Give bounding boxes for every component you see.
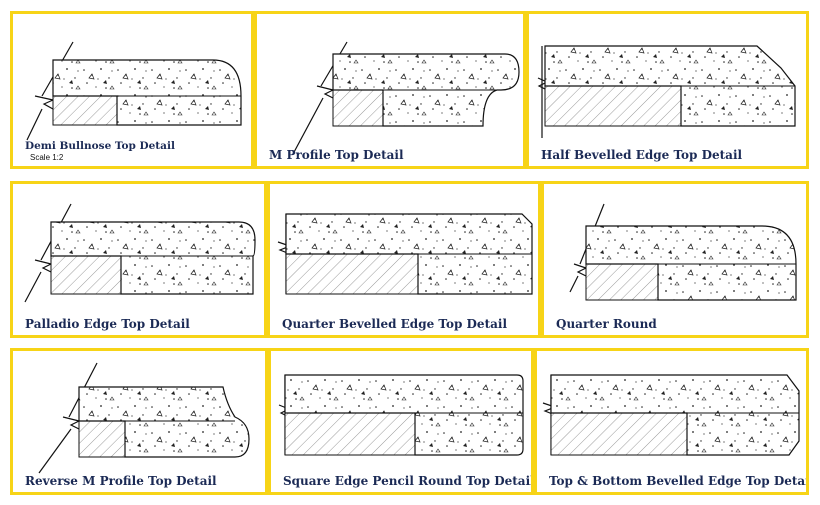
panel-caption: Half Bevelled Edge Top Detail bbox=[541, 148, 743, 162]
reverse-m-profile-drawing bbox=[38, 362, 250, 474]
panel-caption: M Profile Top Detail bbox=[269, 148, 404, 162]
half-bevelled-drawing bbox=[537, 45, 796, 138]
scale-note: Scale 1:2 bbox=[30, 153, 64, 162]
panel-caption: Top & Bottom Bevelled Edge Top Detail bbox=[549, 474, 809, 488]
panel-caption: Demi Bullnose Top Detail bbox=[25, 140, 175, 152]
quarter-round-drawing bbox=[569, 203, 797, 301]
panel-caption: Quarter Round bbox=[556, 317, 657, 331]
panel-caption: Reverse M Profile Top Detail bbox=[25, 474, 217, 488]
top-bottom-bevelled-drawing bbox=[542, 374, 800, 456]
m-profile-drawing bbox=[292, 41, 520, 155]
panel-reverse-m-profile: Reverse M Profile Top Detail bbox=[10, 348, 268, 495]
demi-bullnose-drawing bbox=[26, 41, 242, 141]
quarter-bevelled-drawing bbox=[277, 213, 533, 295]
panel-caption: Palladio Edge Top Detail bbox=[25, 317, 190, 331]
panel-quarter-round: Quarter Round bbox=[541, 181, 809, 338]
panel-caption: Square Edge Pencil Round Top Detail bbox=[283, 474, 534, 488]
panel-m-profile: M Profile Top Detail bbox=[254, 11, 526, 169]
panel-top-bottom-bevelled: Top & Bottom Bevelled Edge Top Detail bbox=[534, 348, 809, 495]
panel-square-pencil-round: Square Edge Pencil Round Top Detail bbox=[268, 348, 534, 495]
panel-palladio: Palladio Edge Top Detail bbox=[10, 181, 267, 338]
panel-demi-bullnose: Demi Bullnose Top Detail Scale 1:2 bbox=[10, 11, 254, 169]
panel-caption: Quarter Bevelled Edge Top Detail bbox=[282, 317, 507, 331]
panel-quarter-bevelled: Quarter Bevelled Edge Top Detail bbox=[267, 181, 541, 338]
panel-half-bevelled: Half Bevelled Edge Top Detail bbox=[526, 11, 809, 169]
palladio-drawing bbox=[24, 203, 256, 303]
square-pencil-round-drawing bbox=[278, 374, 524, 456]
